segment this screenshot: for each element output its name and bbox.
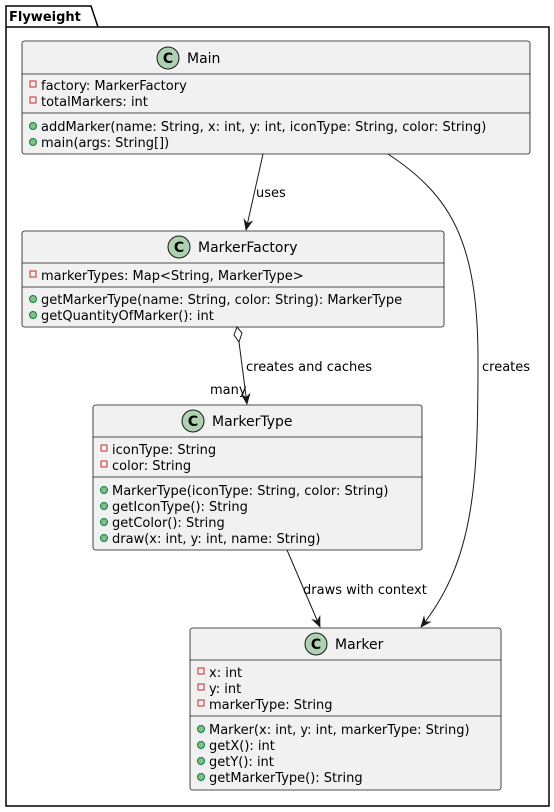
relation-uses: uses [243, 153, 286, 231]
relation-arrow [243, 153, 264, 231]
package-flyweight: Flyweight [5, 5, 550, 807]
class-marker: C Marker x: int y: int markerType: Strin… [189, 627, 502, 791]
class-method: getQuantityOfMarker(): int [41, 309, 214, 324]
public-visibility-icon [197, 725, 205, 733]
class-field: markerTypes: Map<String, MarkerType> [41, 269, 304, 284]
class-name: MarkerFactory [198, 240, 298, 256]
relation-label: uses [256, 186, 286, 201]
class-method: MarkerType(iconType: String, color: Stri… [112, 484, 388, 499]
relation-draws-with-context: draws with context [286, 549, 427, 628]
class-method: draw(x: int, y: int, name: String) [112, 532, 320, 547]
relation-creates-and-caches: creates and caches many [210, 326, 372, 405]
public-visibility-icon [197, 741, 205, 749]
class-method: addMarker(name: String, x: int, y: int, … [41, 120, 486, 135]
private-visibility-icon [197, 683, 205, 691]
class-field: totalMarkers: int [41, 95, 148, 110]
class-main: C Main factory: MarkerFactory totalMarke… [21, 40, 531, 155]
class-markerfactory-box [21, 230, 445, 328]
public-visibility-icon [100, 486, 108, 494]
relation-creates: creates [387, 153, 530, 628]
aggregation-diamond-icon [233, 326, 243, 344]
relation-arrow [387, 153, 479, 628]
relation-label: creates [482, 360, 530, 375]
class-main-box [21, 40, 531, 155]
public-visibility-icon [100, 502, 108, 510]
relation-label: creates and caches [246, 360, 372, 375]
class-method: getMarkerType(name: String, color: Strin… [41, 293, 402, 308]
relation-arrow [238, 341, 251, 405]
public-visibility-icon [197, 757, 205, 765]
relation-arrow [286, 549, 321, 628]
class-icon [181, 409, 205, 433]
class-method: getX(): int [209, 739, 275, 754]
class-icon [167, 235, 191, 259]
class-field: y: int [209, 682, 241, 697]
class-markerfactory: C MarkerFactory markerTypes: Map<String,… [21, 230, 445, 328]
package-frame [5, 5, 550, 807]
class-method: getY(): int [209, 755, 274, 770]
private-visibility-icon [29, 96, 37, 104]
public-visibility-icon [100, 518, 108, 526]
class-icon-letter: C [311, 637, 321, 653]
private-visibility-icon [197, 699, 205, 707]
relation-label: draws with context [303, 583, 427, 598]
class-icon-letter: C [188, 414, 198, 430]
class-markertype: C MarkerType iconType: String color: Str… [92, 404, 423, 551]
class-icon [304, 632, 328, 656]
private-visibility-icon [100, 444, 108, 452]
public-visibility-icon [29, 138, 37, 146]
class-method: getMarkerType(): String [209, 771, 363, 786]
multiplicity-label: many [210, 383, 247, 398]
class-method: getIconType(): String [112, 500, 248, 515]
class-field: x: int [209, 666, 242, 681]
public-visibility-icon [29, 311, 37, 319]
public-visibility-icon [29, 122, 37, 130]
class-icon-letter: C [174, 240, 184, 256]
package-title: Flyweight [9, 10, 81, 25]
class-name: MarkerType [212, 414, 293, 430]
private-visibility-icon [197, 667, 205, 675]
class-field: markerType: String [209, 698, 333, 713]
class-method: Marker(x: int, y: int, markerType: Strin… [209, 723, 470, 738]
public-visibility-icon [29, 295, 37, 303]
class-method: main(args: String[]) [41, 136, 169, 151]
class-icon-letter: C [163, 51, 173, 67]
class-marker-box [189, 627, 502, 791]
class-field: iconType: String [112, 443, 216, 458]
class-icon [156, 46, 180, 70]
class-name: Marker [335, 637, 384, 653]
public-visibility-icon [197, 773, 205, 781]
public-visibility-icon [100, 534, 108, 542]
private-visibility-icon [29, 270, 37, 278]
class-markertype-box [92, 404, 423, 551]
class-method: getColor(): String [112, 516, 225, 531]
class-field: color: String [112, 459, 191, 474]
private-visibility-icon [29, 80, 37, 88]
class-name: Main [187, 51, 220, 67]
class-field: factory: MarkerFactory [41, 79, 187, 94]
private-visibility-icon [100, 460, 108, 468]
